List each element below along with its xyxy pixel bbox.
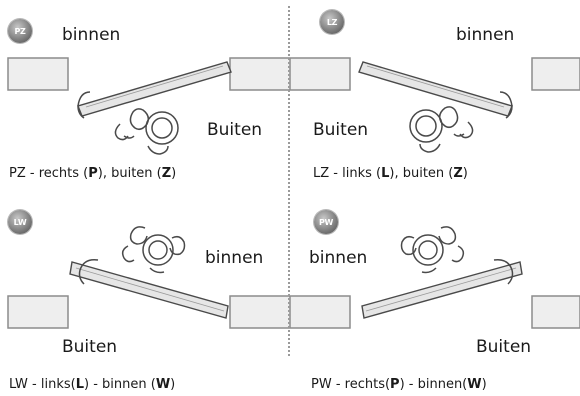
panel-lw: LW binnen Buiten LW - links(L) - binnen …: [0, 198, 290, 396]
door-diagram-lz: [290, 57, 580, 153]
right-wall: [229, 57, 290, 91]
door-diagram-lw: [7, 226, 290, 329]
label-buiten: Buiten: [62, 337, 118, 357]
person-figure: [121, 226, 186, 274]
label-binnen: binnen: [205, 248, 264, 268]
badge-pz: PZ: [8, 19, 32, 43]
door-diagram-pw: [290, 226, 580, 329]
center-divider: [288, 6, 290, 356]
panel-pz: PZ binnen Buiten PZ - rechts (P), buiten…: [0, 0, 290, 198]
badge-lw: LW: [8, 210, 32, 234]
label-binnen: binnen: [309, 248, 368, 268]
panel-lz: LZ binnen Buiten LZ - links (L), buiten …: [290, 0, 580, 198]
door-leaf: [77, 61, 232, 119]
right-wall: [531, 57, 580, 91]
label-buiten: Buiten: [476, 337, 532, 357]
left-wall: [7, 295, 69, 329]
right-wall: [531, 295, 580, 329]
person-figure: [409, 106, 474, 153]
caption-pz: PZ - rechts (P), buiten (Z): [9, 166, 177, 181]
label-binnen: binnen: [62, 25, 121, 45]
label-binnen: binnen: [456, 25, 515, 45]
caption-lz: LZ - links (L), buiten (Z): [313, 166, 468, 181]
person-figure: [400, 226, 465, 274]
caption-lw: LW - links(L) - binnen (W): [9, 377, 176, 392]
panel-pw: PW binnen Buiten PW - rechts(P) - binnen…: [290, 198, 580, 396]
label-buiten: Buiten: [313, 120, 369, 140]
door-leaf: [361, 258, 523, 319]
right-wall: [229, 295, 290, 329]
label-buiten: Buiten: [207, 120, 263, 140]
left-wall: [290, 57, 351, 91]
badge-pw: PW: [314, 210, 338, 234]
caption-pw: PW - rechts(P) - binnen(W): [311, 377, 487, 392]
door-leaf: [358, 61, 513, 119]
badge-lz: LZ: [320, 10, 344, 34]
person-figure: [114, 108, 179, 155]
left-wall: [290, 295, 351, 329]
door-diagram-pz: [7, 57, 290, 155]
door-leaf: [69, 258, 229, 319]
left-wall: [7, 57, 69, 91]
